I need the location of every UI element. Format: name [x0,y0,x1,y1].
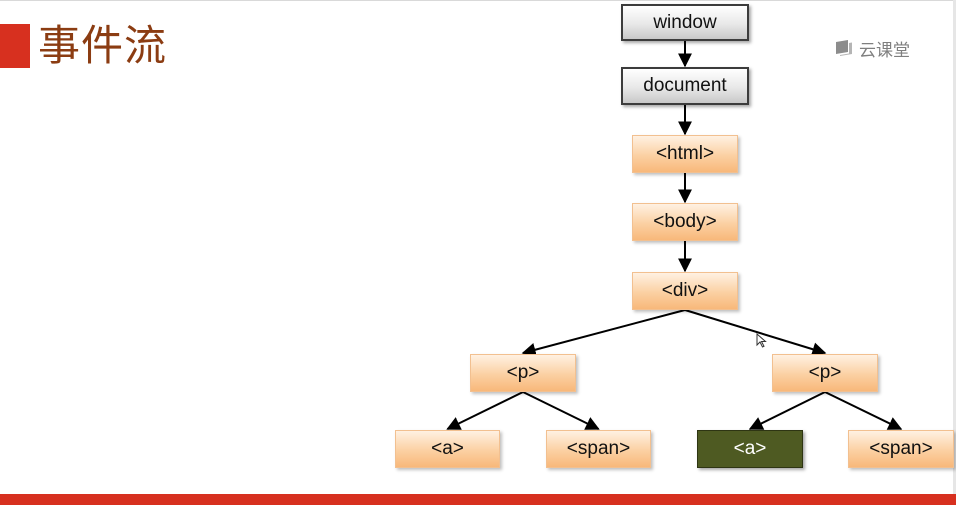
brand-name: 云课堂 [859,40,910,61]
node-p-left: <p> [470,354,576,392]
node-a-left: <a> [395,430,500,468]
node-a-right-highlighted: <a> [697,430,803,468]
arrow-div-to-p-right [684,309,827,356]
right-edge [953,0,956,495]
arrow-p-right-to-span-right [824,391,903,430]
node-html: <html> [632,135,738,173]
brand-watermark: 云课堂 [834,36,910,61]
arrow-div-to-p-left [521,309,686,357]
footer-band [0,494,956,505]
arrow-p-left-to-a-left [446,391,524,430]
node-span-right: <span> [848,430,954,468]
title-accent-bar [0,24,30,68]
arrow-p-left-to-span-left [522,391,600,430]
mouse-cursor-icon [756,333,767,348]
top-divider [0,0,956,1]
arrow-p-right-to-a-right [748,391,826,430]
node-span-left: <span> [546,430,651,468]
node-body: <body> [632,203,738,241]
node-div: <div> [632,272,738,310]
brand-logo-icon [836,40,852,56]
slide-title: 事件流 [38,21,168,70]
node-p-right: <p> [772,354,878,392]
node-document: document [621,67,749,105]
node-window: window [621,4,749,41]
